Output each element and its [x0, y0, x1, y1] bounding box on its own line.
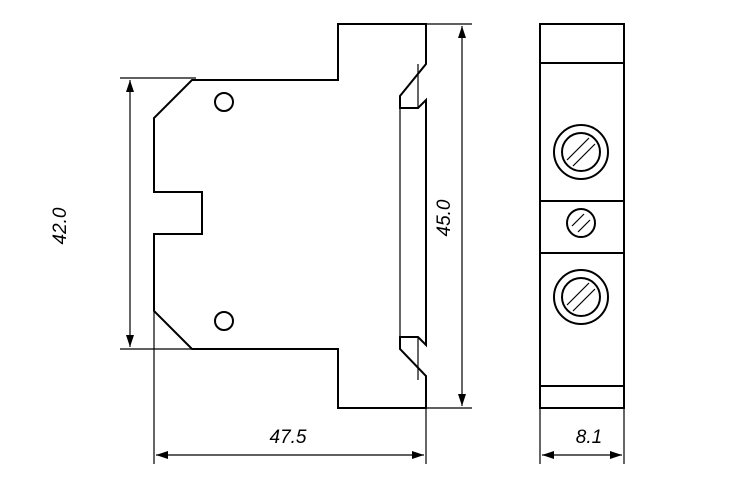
- front-view-outline: [153, 23, 427, 409]
- dimension-side-width: 8.1: [539, 408, 625, 464]
- side-view: [539, 23, 625, 409]
- mounting-hole-bottom: [214, 311, 234, 331]
- side-view-outline: [539, 23, 625, 409]
- dimension-label-45: 45.0: [434, 199, 455, 236]
- dimension-left-height: 42.0: [50, 77, 196, 350]
- small-screw: [566, 208, 596, 238]
- dimension-label-8-1: 8.1: [576, 427, 602, 448]
- dimension-right-height: 45.0: [426, 23, 472, 409]
- dimension-label-47-5: 47.5: [270, 427, 307, 448]
- mounting-hole-top: [214, 92, 234, 112]
- terminal-screw-top: [553, 124, 609, 180]
- dimension-label-42: 42.0: [50, 207, 71, 244]
- dimension-bottom-width: 47.5: [153, 311, 427, 464]
- front-view: [153, 23, 427, 409]
- terminal-screw-bottom: [553, 269, 609, 325]
